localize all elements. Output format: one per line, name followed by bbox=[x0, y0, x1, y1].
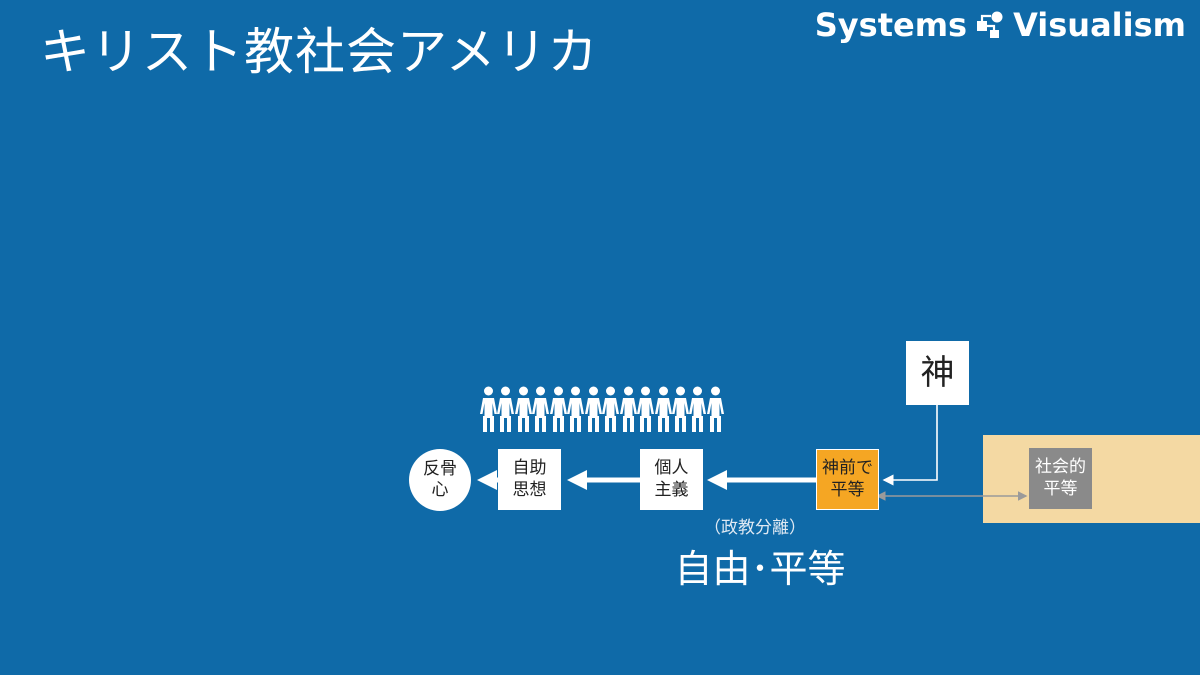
freedom-equality-label: 自由･平等 bbox=[674, 547, 846, 591]
rebellion-circle: 反骨 心 bbox=[409, 449, 471, 511]
arrow-god-to-equality bbox=[882, 405, 938, 486]
person-icon bbox=[584, 386, 602, 432]
person-icon bbox=[567, 386, 585, 432]
self-help-line2: 思想 bbox=[512, 479, 547, 500]
person-icon bbox=[654, 386, 672, 432]
person-icon bbox=[532, 386, 550, 432]
page-title: キリスト教社会アメリカ bbox=[40, 23, 599, 81]
person-icon bbox=[602, 386, 620, 432]
person-icon bbox=[497, 386, 515, 432]
person-icon bbox=[637, 386, 655, 432]
systems-logo-icon bbox=[977, 11, 1003, 38]
individualism-line1: 個人 bbox=[654, 458, 689, 479]
rebellion-line1: 反骨 bbox=[423, 458, 457, 479]
equality-before-god-line1: 神前で bbox=[822, 458, 873, 479]
self-help-line1: 自助 bbox=[512, 458, 547, 479]
self-help-box: 自助 思想 bbox=[498, 449, 561, 510]
god-label: 神 bbox=[920, 352, 955, 393]
equality-before-god-box: 神前で 平等 bbox=[816, 449, 879, 510]
social-equality-line1: 社会的 bbox=[1035, 457, 1086, 478]
brand-left-text: Systems bbox=[814, 6, 968, 44]
person-icon bbox=[514, 386, 532, 432]
brand-logo: Systems Visualism bbox=[815, 6, 1186, 44]
people-row bbox=[480, 386, 724, 432]
person-icon bbox=[549, 386, 567, 432]
separation-note: （政教分離） bbox=[704, 518, 806, 538]
social-equality-box: 社会的 平等 bbox=[1029, 448, 1092, 509]
equality-before-god-line2: 平等 bbox=[830, 479, 865, 500]
brand-right-text: Visualism bbox=[1013, 6, 1186, 44]
social-equality-line2: 平等 bbox=[1043, 478, 1078, 499]
god-box: 神 bbox=[906, 341, 969, 405]
person-icon bbox=[689, 386, 707, 432]
person-icon bbox=[706, 386, 724, 432]
rebellion-line2: 心 bbox=[431, 480, 449, 500]
individualism-box: 個人 主義 bbox=[640, 449, 703, 510]
person-icon bbox=[671, 386, 689, 432]
individualism-line2: 主義 bbox=[654, 479, 689, 500]
person-icon bbox=[480, 386, 497, 432]
person-icon bbox=[619, 386, 637, 432]
